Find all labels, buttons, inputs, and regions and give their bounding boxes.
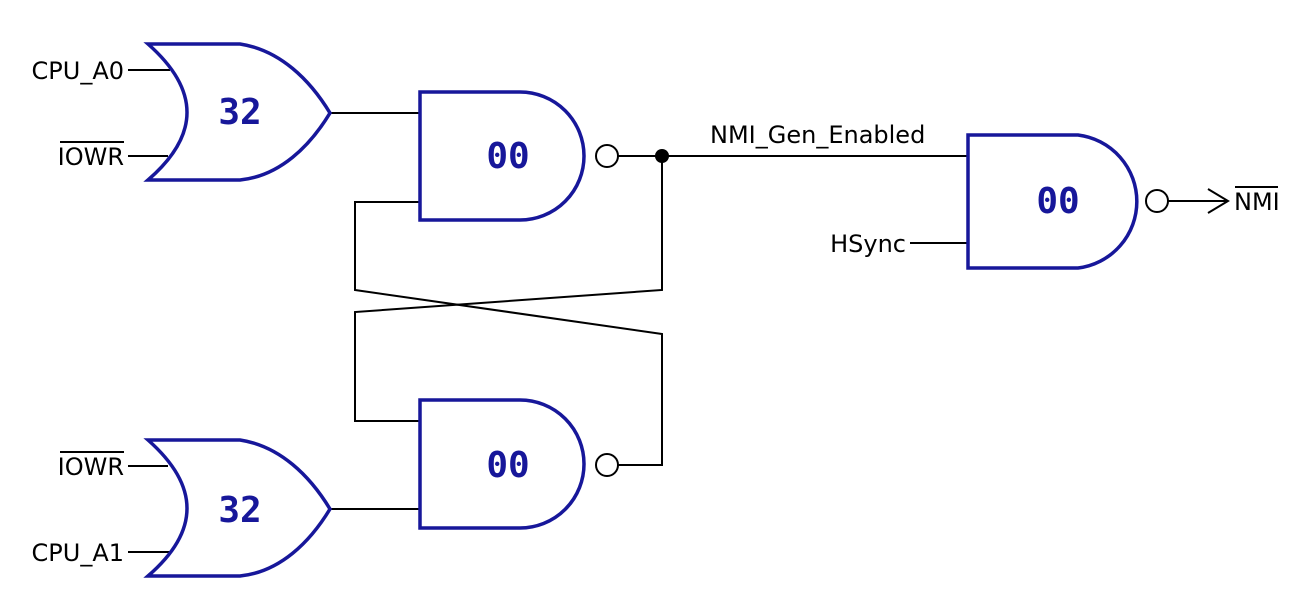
nand-gate-top: 00: [418, 90, 619, 222]
nmi-output-arrow: [1207, 188, 1230, 214]
label-cpu-a1: CPU_A1: [32, 539, 124, 567]
inverter-bubble-top: [595, 144, 619, 168]
gate-label-nand-output: 00: [1036, 181, 1079, 222]
inverter-bubble-output: [1145, 189, 1169, 213]
label-nmi: NMI: [1234, 188, 1280, 216]
label-nmi-gen-enabled: NMI_Gen_Enabled: [710, 121, 925, 149]
inverter-bubble-bottom: [595, 453, 619, 477]
gate-label-or-bottom: 32: [218, 490, 261, 531]
wires: [128, 69, 1230, 553]
gate-label-nand-top: 00: [486, 136, 529, 177]
gate-label-or-top: 32: [218, 92, 261, 133]
label-iowr-bottom: IOWR: [58, 453, 124, 481]
or-gate-bottom: 32: [143, 438, 333, 578]
wire-feedback-top-to-bottom: [354, 156, 663, 422]
junction-dot: [655, 149, 669, 163]
label-hsync: HSync: [830, 230, 906, 258]
nand-gate-output: 00: [966, 133, 1169, 270]
signal-labels: CPU_A0 IOWR IOWR CPU_A1 NMI_Gen_Enabled …: [32, 57, 1280, 567]
wire-feedback-bottom-to-top: [354, 201, 663, 466]
nand-gate-bottom: 00: [418, 398, 619, 530]
label-cpu-a0: CPU_A0: [32, 57, 124, 85]
label-iowr-top: IOWR: [58, 143, 124, 171]
gate-label-nand-bottom: 00: [486, 445, 529, 486]
or-gate-top: 32: [143, 42, 333, 182]
